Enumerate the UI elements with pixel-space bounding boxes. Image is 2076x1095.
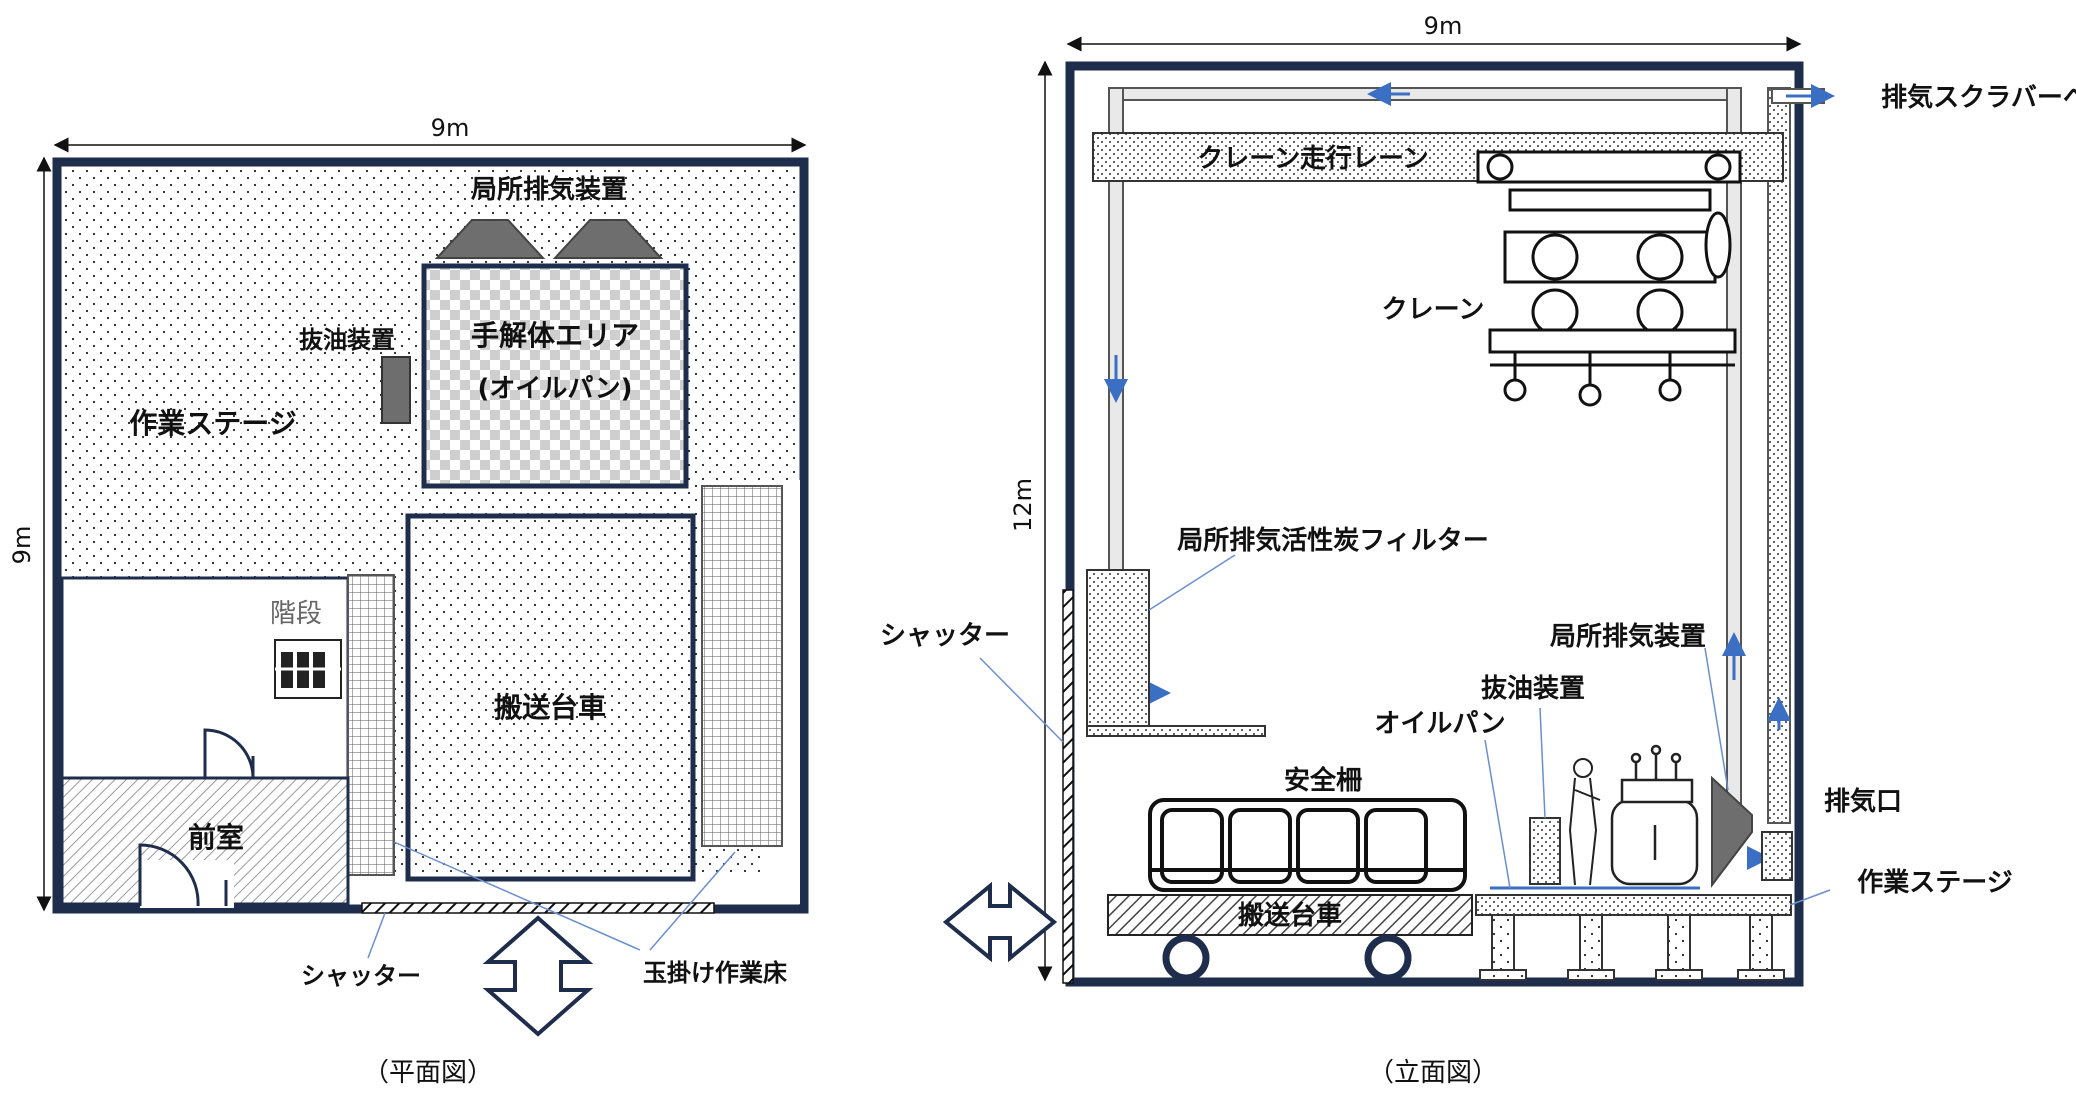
manual-dismantling-area xyxy=(421,263,689,489)
elev-exhaust-duct-right xyxy=(1726,87,1742,814)
plan-caption: （平面図） xyxy=(363,1058,493,1088)
elev-local-exhaust-label: 局所排気装置 xyxy=(1550,621,1706,652)
carbon-filter xyxy=(1086,569,1150,729)
worker-figure xyxy=(1568,758,1601,886)
stairs-label: 階段 xyxy=(270,599,322,629)
oil-pan-label: オイルパン xyxy=(1374,709,1505,739)
manual-area-label-line1: 手解体エリア xyxy=(471,319,639,352)
elev-width-label: 9m xyxy=(1424,12,1463,40)
safety-fence-label: 安全柵 xyxy=(1284,765,1362,796)
elev-exhaust-hood xyxy=(1711,775,1753,888)
plan-shutter-label: シャッター xyxy=(301,962,421,990)
rigging-floor-left xyxy=(347,574,395,876)
manual-area-label-line2: (オイルパン) xyxy=(477,374,632,404)
elev-carrier xyxy=(1107,894,1473,936)
crane-label: クレーン xyxy=(1382,295,1485,325)
exhaust-port xyxy=(1761,831,1793,881)
elev-exhaust-duct-top xyxy=(1108,87,1740,101)
plan-transport-arrow xyxy=(482,915,594,1037)
safety-fence xyxy=(1148,798,1467,892)
to-scrubber-label: 排気スクラバーへ xyxy=(1881,82,2076,113)
carrier-wheel-right xyxy=(1364,934,1412,982)
elev-transport-arrow xyxy=(942,881,1058,963)
carbon-filter-shelf xyxy=(1086,725,1266,737)
plan-oil-extractor-label: 抜油装置 xyxy=(299,326,395,354)
elev-work-stage-label: 作業ステージ xyxy=(1857,868,2012,898)
elev-carrier-label: 搬送台車 xyxy=(1238,900,1342,931)
carbon-filter-label: 局所排気活性炭フィルター xyxy=(1177,525,1488,556)
plan-carrier-label: 搬送台車 xyxy=(494,691,606,724)
anteroom-entry-door xyxy=(138,843,200,907)
elev-height-label: 12m xyxy=(1009,478,1037,532)
transformer-icon xyxy=(1610,744,1699,886)
elev-shutter xyxy=(1062,589,1074,984)
plan-exhaust-hood-right xyxy=(552,219,664,259)
plan-work-stage-label: 作業ステージ xyxy=(129,407,296,440)
elevation-view: 9m 12m 排気スクラバーへ クレーン走行レーン xyxy=(880,12,2076,1088)
plan-view: 9m 9m 局所排気装置 手解体エリア (オイルパン) 抜油装置 作業ステージ … xyxy=(8,114,809,1088)
elev-work-stage xyxy=(1475,894,1792,916)
crane-icon xyxy=(1476,150,1742,407)
rigging-floor-label: 玉掛け作業床 xyxy=(643,959,787,987)
plan-carrier xyxy=(405,513,696,882)
plan-height-label: 9m xyxy=(8,526,36,565)
rigging-floor-right xyxy=(701,485,783,847)
plan-oil-extractor xyxy=(381,356,411,424)
plan-exhaust-hood-left xyxy=(434,219,546,259)
carrier-wheel-left xyxy=(1162,934,1210,982)
exhaust-port-label: 排気口 xyxy=(1824,786,1902,817)
plan-width-label: 9m xyxy=(431,114,470,142)
anteroom-label: 前室 xyxy=(188,821,244,854)
stairs-icon xyxy=(274,639,342,699)
work-stage-supports xyxy=(1479,914,1785,981)
elev-oil-extractor xyxy=(1529,817,1561,885)
elev-shutter-label: シャッター xyxy=(880,621,1010,651)
plan-shutter xyxy=(361,902,715,914)
crane-lane-label: クレーン走行レーン xyxy=(1197,143,1428,174)
plan-local-exhaust-label: 局所排気装置 xyxy=(471,174,627,205)
elev-caption: （立面図） xyxy=(1368,1058,1498,1088)
elev-oil-extractor-label: 抜油装置 xyxy=(1481,674,1585,704)
